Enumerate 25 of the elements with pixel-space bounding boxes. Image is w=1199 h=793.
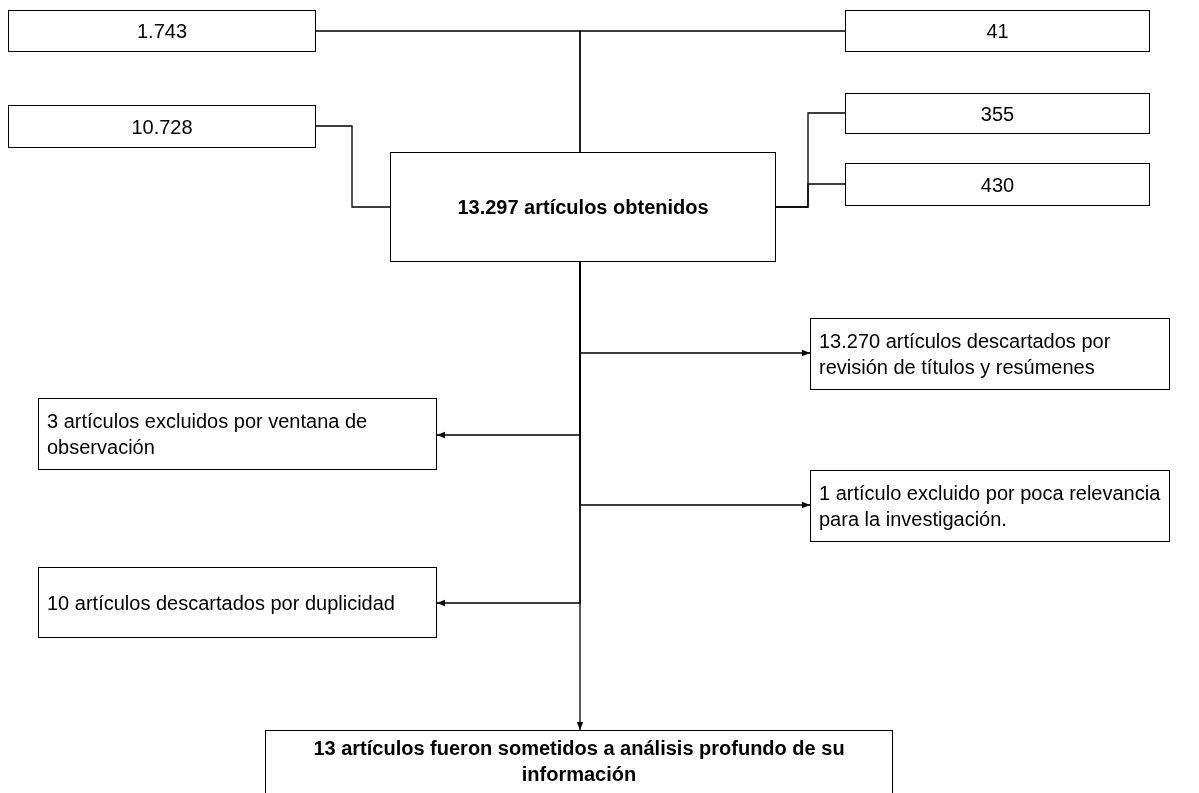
- box-text: 13 artículos fueron sometidos a análisis profundo de su información: [312, 736, 846, 787]
- box-text: 3 artículos excluidos por ventana de observación: [47, 409, 369, 460]
- box-text: 13.270 artículos descartados por revisión de títulos y resúmenes: [819, 329, 1112, 380]
- box-text: 1 artículo excluido por poca relevancia para la investigación.: [819, 481, 1161, 532]
- process-box: [810, 470, 1170, 542]
- box-text: 1.743: [136, 19, 188, 44]
- process-box: [845, 93, 1150, 134]
- box-text: 10 artículos descartados por duplicidad: [47, 590, 395, 616]
- connector-line: [579, 30, 846, 153]
- box-text: 13.297 artículos obtenidos: [457, 195, 709, 220]
- process-box: [845, 10, 1150, 52]
- process-box: [810, 318, 1170, 390]
- box-text: 355: [980, 101, 1015, 127]
- process-box: [845, 163, 1150, 206]
- box-text: 430: [980, 172, 1015, 198]
- process-box: [390, 152, 776, 262]
- box-text: 10.728: [131, 114, 193, 140]
- connector-line: [775, 183, 846, 208]
- process-box: [38, 398, 437, 470]
- process-box: [8, 10, 316, 52]
- process-box: [265, 730, 893, 793]
- process-box: [8, 105, 316, 148]
- connector-line: [315, 125, 391, 208]
- process-box: [38, 567, 437, 638]
- box-text: 41: [986, 19, 1009, 44]
